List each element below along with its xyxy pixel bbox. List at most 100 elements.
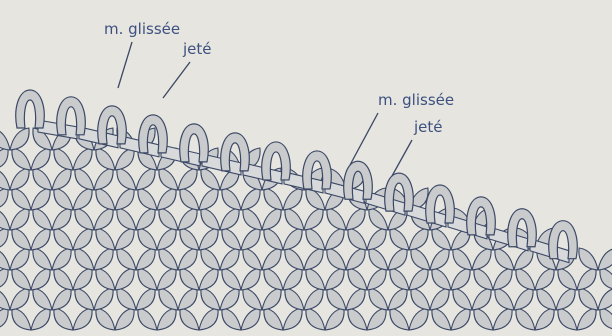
knit-stitch-left-leg [411,288,430,310]
knit-stitch-left-leg [75,288,94,310]
knit-stitch-right-leg [598,248,612,270]
knit-stitch-left-leg [579,288,598,310]
knit-stitch-right-leg [31,148,50,170]
knit-stitch-right-leg [31,308,50,330]
knit-stitch-left-leg [180,268,199,290]
knit-stitch-right-leg [10,288,29,310]
knit-stitch-right-leg [157,188,176,210]
knit-stitch-left-leg [516,308,535,330]
knit-stitch-right-leg [199,228,218,250]
knit-stitch-right-leg [199,308,218,330]
knit-stitch-left-leg [453,248,472,270]
knit-stitch-left-leg [0,288,10,310]
knit-stitch-left-leg [201,288,220,310]
knit-stitch-left-leg [222,268,241,290]
knit-stitch-right-leg [283,308,302,330]
knit-stitch-right-leg [430,248,449,270]
knit-stitch-right-leg [52,208,71,230]
knit-stitch-left-leg [0,208,10,230]
knit-stitch-left-leg [138,228,157,250]
knit-stitch-left-leg [285,288,304,310]
knit-stitch-left-leg [474,308,493,330]
knit-stitch-left-leg [96,148,115,170]
knit-stitch-left-leg [600,308,612,330]
knit-stitch-right-leg [325,308,344,330]
knit-stitch-right-leg [73,188,92,210]
knit-stitch-right-leg [388,248,407,270]
knit-stitch-right-leg [304,248,323,270]
knit-stitch-right-leg [493,308,512,330]
knit-stitch-right-leg [283,228,302,250]
knit-stitch-left-leg [264,188,283,210]
knit-stitch-right-leg [136,168,155,190]
knit-stitch-left-leg [75,208,94,230]
knit-stitch-right-leg [409,268,428,290]
knit-stitch-left-leg [306,228,325,250]
knit-stitch-left-leg [12,228,31,250]
knit-stitch-right-leg [31,268,50,290]
stitch-rows [0,90,612,330]
knit-stitch-left-leg [600,268,612,290]
knit-stitch-left-leg [117,208,136,230]
knit-stitch-right-leg [577,268,596,290]
knit-stitch-right-leg [409,228,428,250]
knit-stitch-left-leg [33,168,52,190]
knit-stitch-right-leg [430,288,449,310]
knit-stitch-right-leg [52,248,71,270]
knit-stitch-left-leg [201,248,220,270]
label-yarn-over-2: jeté [414,120,443,135]
knit-stitch-left-leg [537,288,556,310]
knit-stitch-left-leg [75,248,94,270]
knit-stitch-right-leg [388,288,407,310]
knit-stitch-right-leg [0,228,8,250]
knit-stitch-left-leg [222,228,241,250]
knit-stitch-right-leg [0,308,8,330]
knit-stitch-left-leg [180,188,199,210]
knit-stitch-left-leg [159,208,178,230]
knit-stitch-left-leg [558,308,577,330]
knit-stitch-right-leg [283,188,302,210]
knit-stitch-left-leg [495,248,514,270]
knit-stitch-right-leg [346,288,365,310]
knit-stitch-right-leg [10,208,29,230]
knit-stitch-left-leg [54,268,73,290]
knit-stitch-right-leg [241,188,260,210]
knit-stitch-left-leg [432,268,451,290]
knit-stitch-left-leg [432,308,451,330]
knit-stitch-right-leg [10,168,29,190]
knit-stitch-left-leg [285,248,304,270]
knit-stitch-right-leg [73,228,92,250]
knit-stitch-right-leg [535,268,554,290]
knit-stitch-right-leg [136,288,155,310]
knit-stitch-left-leg [348,228,367,250]
knit-stitch-left-leg [390,308,409,330]
knit-stitch-right-leg [262,208,281,230]
knit-stitch-left-leg [12,148,31,170]
knit-stitch-left-leg [327,208,346,230]
knit-stitch-right-leg [367,308,386,330]
knit-stitch-right-leg [472,288,491,310]
knit-stitch-left-leg [201,168,220,190]
knit-stitch-left-leg [306,268,325,290]
knit-stitch-right-leg [157,228,176,250]
knit-stitch-right-leg [241,268,260,290]
knit-stitch-left-leg [159,168,178,190]
knit-stitch-left-leg [33,288,52,310]
knit-stitch-left-leg [0,168,10,190]
knit-stitch-right-leg [367,228,386,250]
knit-stitch-left-leg [54,228,73,250]
leader-slipped-stitch-1 [118,42,132,88]
knit-stitch-right-leg [0,188,8,210]
knit-stitch-right-leg [115,308,134,330]
knit-stitch-right-leg [220,208,239,230]
knit-stitch-right-leg [73,268,92,290]
knit-stitch-right-leg [241,228,260,250]
knit-stitch-left-leg [54,188,73,210]
knit-stitch-left-leg [348,268,367,290]
knit-stitch-right-leg [0,268,8,290]
knit-stitch-right-leg [220,288,239,310]
knit-stitch-left-leg [33,208,52,230]
knit-stitch-left-leg [264,268,283,290]
knit-stitch-right-leg [136,248,155,270]
